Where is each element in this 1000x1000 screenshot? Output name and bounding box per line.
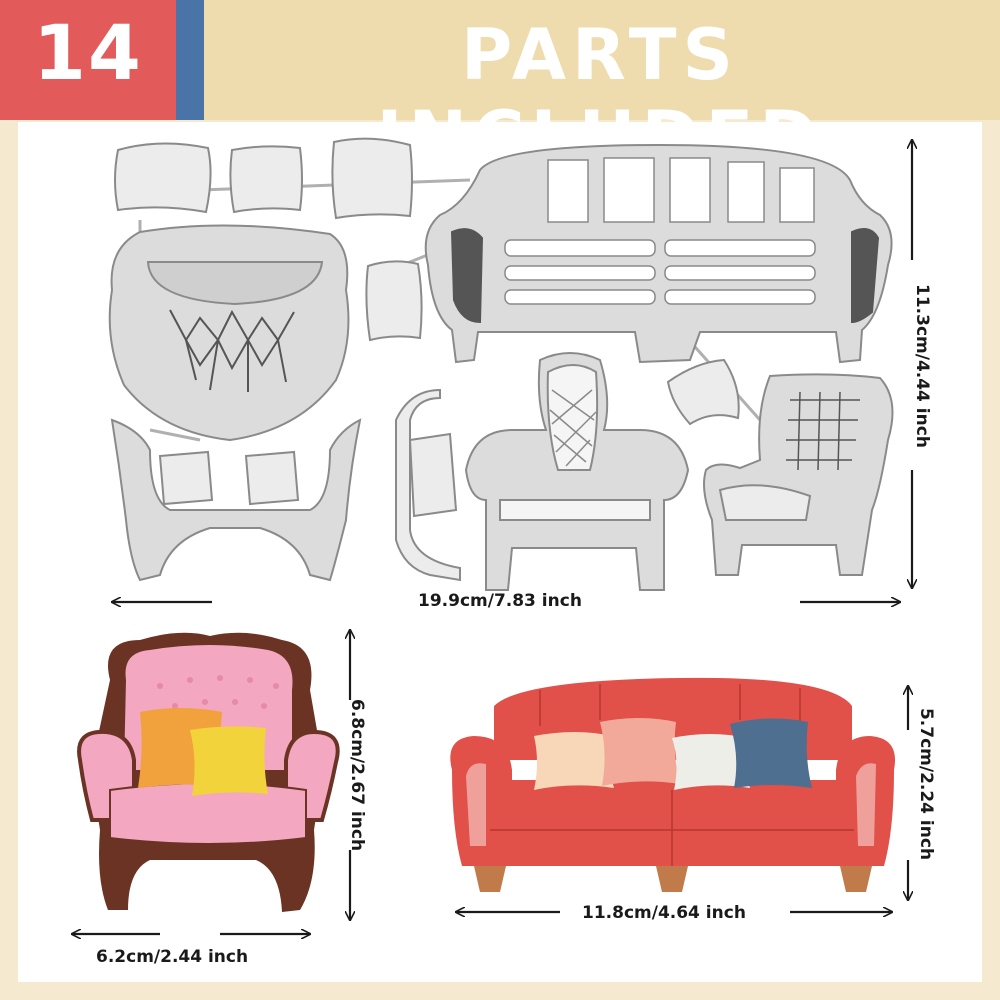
die-wingback-chair — [703, 373, 894, 576]
parts-count-badge: 14 — [0, 0, 176, 120]
pillow-peach — [600, 718, 680, 786]
die-sofa-arm-left — [450, 228, 484, 324]
sofa-leg-right — [840, 866, 872, 892]
die-pillow-3 — [331, 137, 413, 220]
die-pillow-1 — [114, 142, 212, 214]
die-ornate-armchair — [464, 352, 690, 591]
sofa-leg-middle — [656, 866, 688, 892]
chair-width-label: 6.2cm/2.44 inch — [96, 947, 249, 967]
die-pillow-4 — [158, 450, 214, 506]
sofa-height-label: 5.7cm/2.24 inch — [916, 707, 936, 861]
die-sofa — [424, 143, 893, 364]
chair-height-label: 6.8cm/2.67 inch — [347, 699, 367, 852]
die-pillow-2 — [229, 145, 303, 214]
pillow-cream — [534, 732, 614, 790]
die-armchair-back — [108, 224, 350, 442]
die-pillow-6 — [365, 260, 423, 342]
die-sofa-arm-right — [851, 228, 880, 324]
die-height-label: 11.3cm/4.44 inch — [912, 284, 932, 448]
dimension-arrows — [72, 140, 912, 934]
armchair-tufting — [157, 675, 279, 709]
parts-count: 14 — [33, 8, 143, 97]
red-sofa — [450, 677, 895, 892]
sofa-width-label: 11.8cm/4.64 inch — [582, 903, 746, 923]
die-pillow-5 — [244, 450, 300, 506]
sofa-seams — [490, 684, 854, 866]
pillow-blue — [730, 718, 812, 788]
metal-die-set — [108, 137, 894, 591]
pillow-white — [672, 734, 750, 790]
die-bracket — [395, 388, 461, 582]
die-tufting — [169, 309, 295, 392]
die-pillow-8 — [666, 358, 740, 426]
die-width-label: 19.9cm/7.83 inch — [418, 591, 582, 611]
pink-armchair — [77, 632, 340, 912]
pillow-yellow — [190, 726, 268, 796]
sofa-leg-left — [474, 866, 506, 892]
die-armchair-base — [110, 418, 362, 582]
badge-stripe — [176, 0, 204, 120]
die-pillow-7 — [408, 432, 458, 518]
